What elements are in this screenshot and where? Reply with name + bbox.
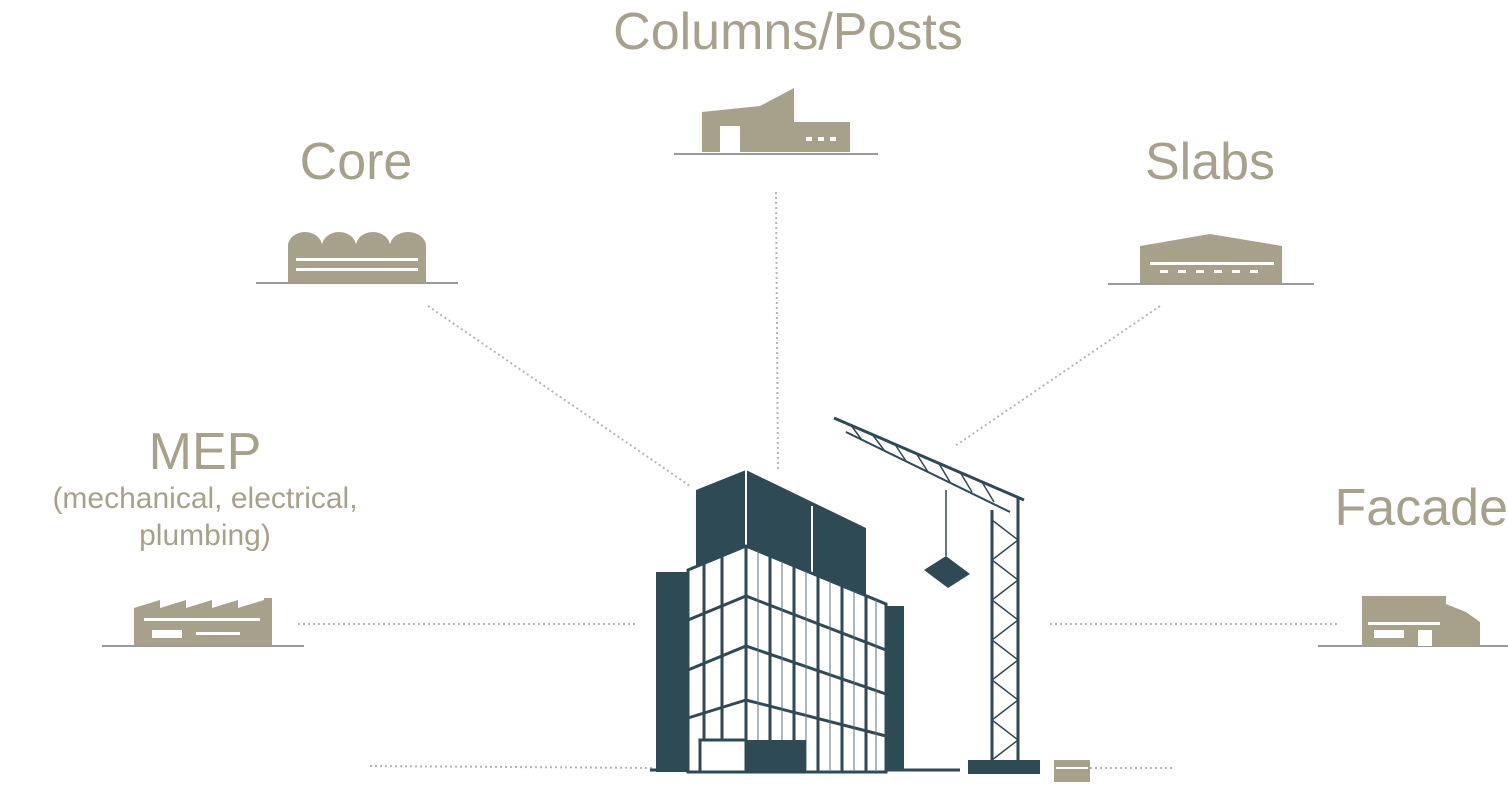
connector-core: [427, 305, 691, 487]
arched-roof-factory-icon: [256, 232, 458, 284]
label-mep-title: MEP: [148, 423, 262, 481]
office-building-icon: [650, 470, 960, 774]
label-slabs: Slabs: [1144, 133, 1276, 191]
tower-crane-icon: [833, 416, 1040, 774]
crate-icon: [1054, 760, 1090, 782]
connector-slabs: [954, 305, 1161, 447]
connector-columns: [775, 191, 779, 471]
label-core: Core: [299, 133, 413, 191]
label-mep-subtitle-line2: plumbing): [139, 518, 271, 552]
label-columns-posts: Columns/Posts: [613, 3, 963, 61]
label-facade: Facade: [1334, 479, 1508, 537]
connector-ground-left: [369, 765, 656, 769]
stepped-warehouse-icon: [1318, 596, 1508, 647]
label-mep-subtitle-line1: (mechanical, electrical,: [52, 482, 358, 516]
pitched-roof-warehouse-icon: [1108, 234, 1314, 285]
label-mep: MEP (mechanical, electrical, plumbing): [0, 423, 410, 554]
warehouse-icon: [674, 88, 878, 155]
sawtooth-roof-factory-icon: [102, 598, 304, 647]
